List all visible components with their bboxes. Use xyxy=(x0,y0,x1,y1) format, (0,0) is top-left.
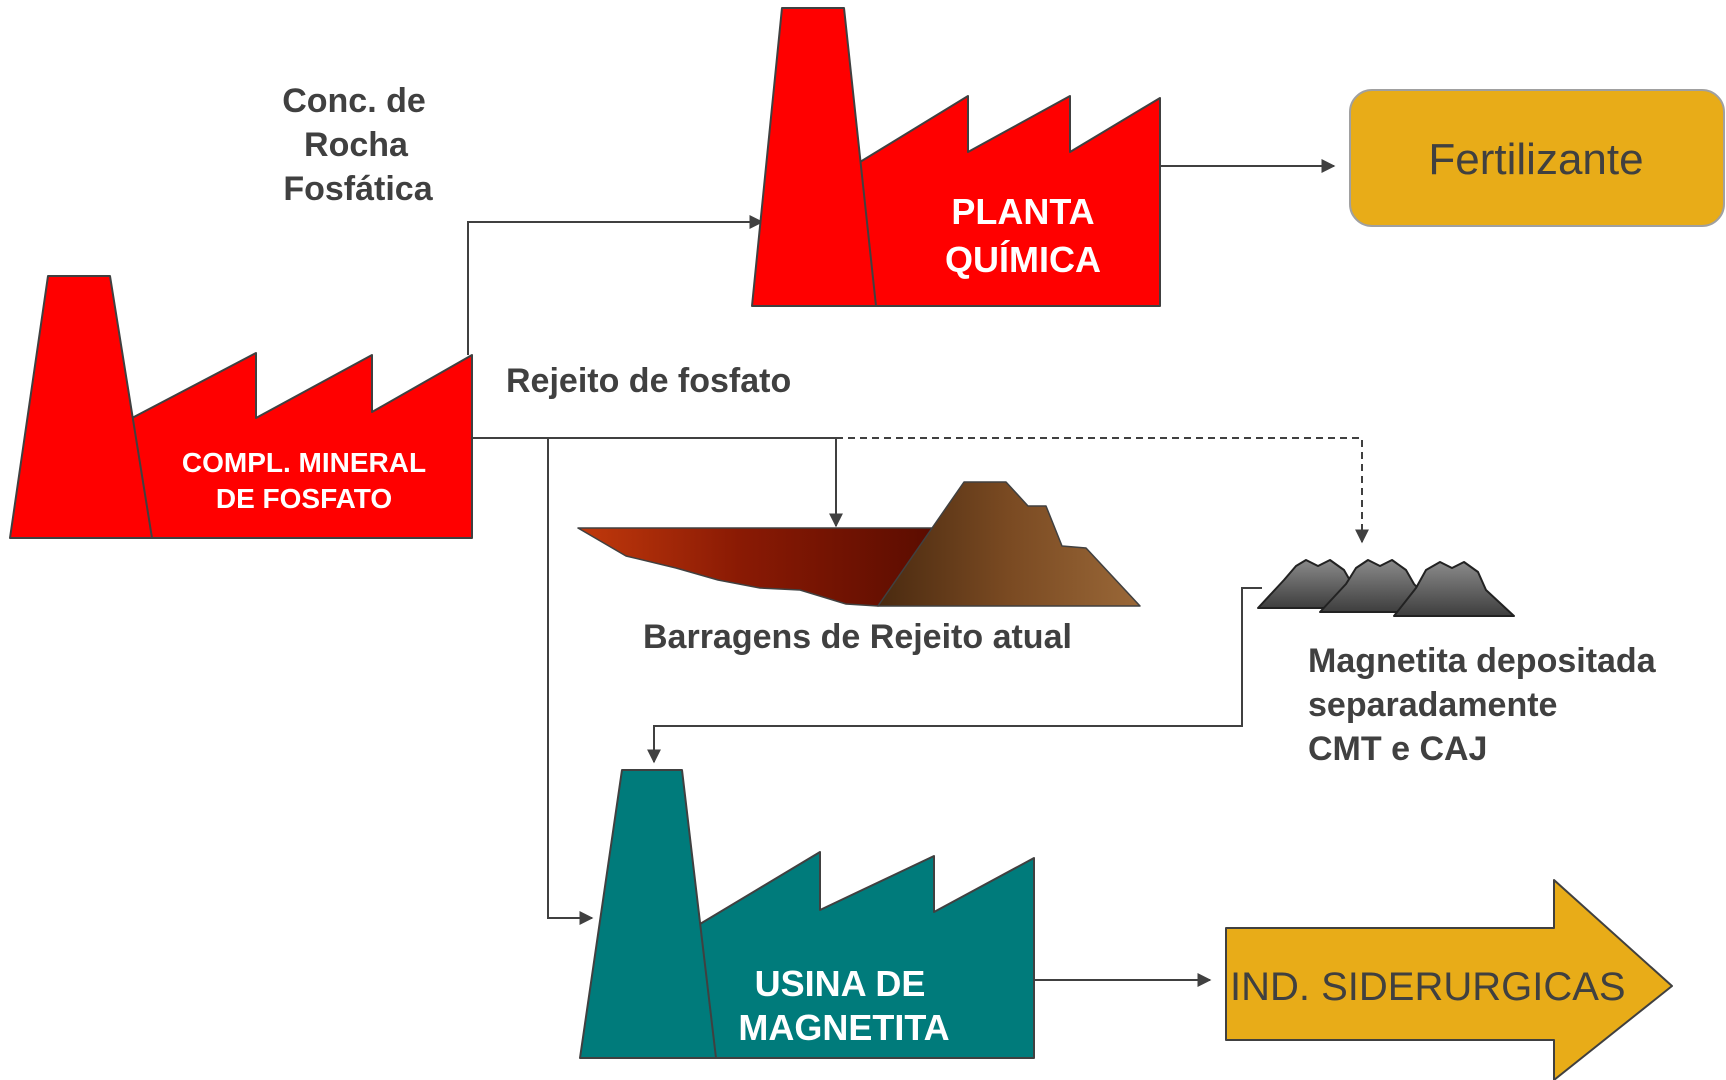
factory-icon xyxy=(751,7,1161,307)
chemical-plant-label-line2: QUÍMICA xyxy=(945,239,1101,280)
steel-industry-arrow: IND. SIDERURGICAS xyxy=(1225,879,1673,1080)
mineral-complex-label-line1: COMPL. MINERAL xyxy=(182,447,426,478)
chemical-plant-factory: PLANTA QUÍMICA xyxy=(751,7,1161,307)
fertilizer-output-box: Fertilizante xyxy=(1349,89,1725,227)
factory-icon xyxy=(579,769,1035,1059)
tailings-dam-label: Barragens de Rejeito atual xyxy=(643,618,1072,656)
magnetite-piles-label-line2: separadamente xyxy=(1308,686,1557,724)
magnetite-plant-factory: USINA DE MAGNETITA xyxy=(579,769,1035,1059)
tailings-to-magnetite-plant-arrow xyxy=(547,438,594,925)
ore-pile-icon xyxy=(1257,559,1515,617)
flow-connectors xyxy=(467,159,1369,987)
magnetite-piles-label-line3: CMT e CAJ xyxy=(1308,730,1487,768)
tailings-edge-label: Rejeito de fosfato xyxy=(506,362,791,400)
concentrate-label-line2: Rocha xyxy=(304,126,409,164)
magnetite-piles: Magnetita depositada separadamente CMT e… xyxy=(1257,559,1657,768)
steel-industry-label: IND. SIDERURGICAS xyxy=(1230,965,1626,1009)
magnetite-plant-label-line2: MAGNETITA xyxy=(738,1007,949,1048)
factory-icon xyxy=(9,275,473,539)
concentrate-flow-arrow xyxy=(467,215,764,355)
tailings-dam: Barragens de Rejeito atual xyxy=(577,481,1141,656)
mineral-complex-label-line2: DE FOSFATO xyxy=(216,483,392,514)
mineral-complex-factory: COMPL. MINERAL DE FOSFATO xyxy=(9,275,473,539)
concentrate-edge-label: Conc. de Rocha Fosfática xyxy=(282,82,434,208)
chemical-plant-label-line1: PLANTA xyxy=(951,191,1094,232)
piles-to-magnetite-plant-arrow xyxy=(647,587,1262,764)
magnetite-piles-label-line1: Magnetita depositada xyxy=(1308,642,1657,680)
concentrate-label-line1: Conc. de xyxy=(282,82,426,120)
magnetite-plant-label-line1: USINA DE xyxy=(755,963,926,1004)
tailings-dam-icon xyxy=(577,481,1141,607)
concentrate-label-line3: Fosfática xyxy=(283,170,433,208)
fertilizer-label: Fertilizante xyxy=(1428,135,1643,184)
tailings-to-piles-dashed-arrow xyxy=(836,437,1369,544)
